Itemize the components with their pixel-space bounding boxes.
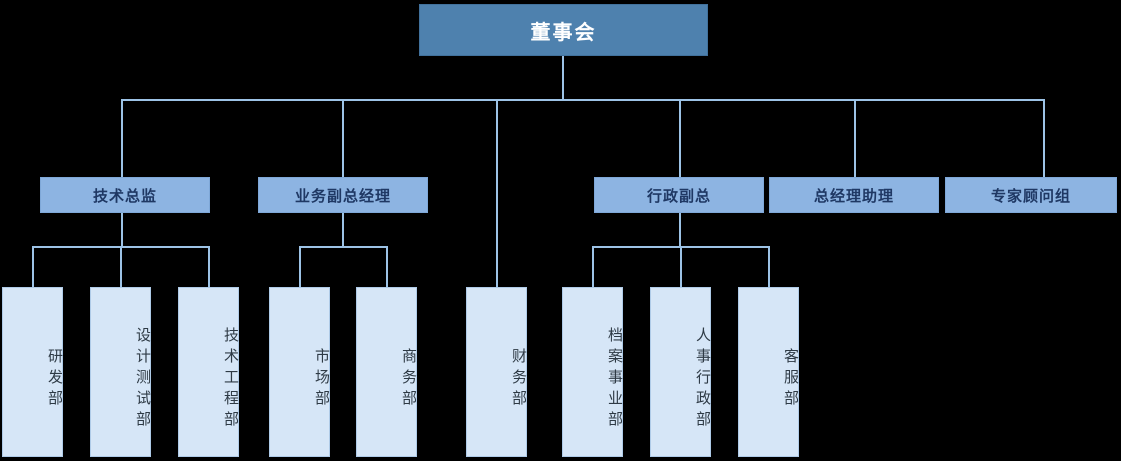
connector-tech-drop-3 — [208, 246, 210, 287]
connector-admin-drop-1 — [592, 246, 594, 287]
node-gm-assistant[interactable]: 总经理助理 — [769, 177, 939, 213]
connector-admin-drop-2 — [680, 246, 682, 287]
connector-main-bus — [121, 99, 1044, 101]
connector-tech-stem — [121, 213, 123, 247]
node-admin-vice-gm[interactable]: 行政副总 — [594, 177, 764, 213]
connector-bus-drop-2 — [342, 99, 344, 177]
connector-root-stem — [562, 56, 564, 101]
connector-business-drop-2 — [386, 246, 388, 287]
connector-bus-drop-5 — [1043, 99, 1045, 177]
connector-admin-drop-3 — [768, 246, 770, 287]
connector-bus-drop-1 — [121, 99, 123, 177]
connector-business-stem — [342, 213, 344, 247]
connector-bus-drop-finance — [496, 99, 498, 287]
node-design-test-department[interactable]: 设计测试部 — [90, 287, 152, 457]
node-hr-admin-department[interactable]: 人事行政部 — [650, 287, 712, 457]
connector-bus-drop-4 — [854, 99, 856, 177]
node-tech-engineering-department[interactable]: 技术工程部 — [178, 287, 240, 457]
node-expert-advisory-group[interactable]: 专家顾问组 — [945, 177, 1117, 213]
node-business-vice-gm[interactable]: 业务副总经理 — [258, 177, 428, 213]
node-board-of-directors[interactable]: 董事会 — [419, 4, 708, 56]
connector-business-drop-1 — [299, 246, 301, 287]
node-finance-department[interactable]: 财务部 — [466, 287, 528, 457]
node-customer-service-department[interactable]: 客服部 — [738, 287, 800, 457]
node-commerce-department[interactable]: 商务部 — [356, 287, 418, 457]
connector-business-bus — [299, 246, 387, 248]
node-archives-division[interactable]: 档案事业部 — [562, 287, 624, 457]
connector-tech-drop-2 — [120, 246, 122, 287]
connector-admin-stem — [679, 213, 681, 247]
node-rd-department[interactable]: 研发部 — [2, 287, 64, 457]
connector-bus-drop-3 — [679, 99, 681, 177]
node-marketing-department[interactable]: 市场部 — [269, 287, 331, 457]
connector-tech-drop-1 — [32, 246, 34, 287]
node-technical-director[interactable]: 技术总监 — [40, 177, 210, 213]
